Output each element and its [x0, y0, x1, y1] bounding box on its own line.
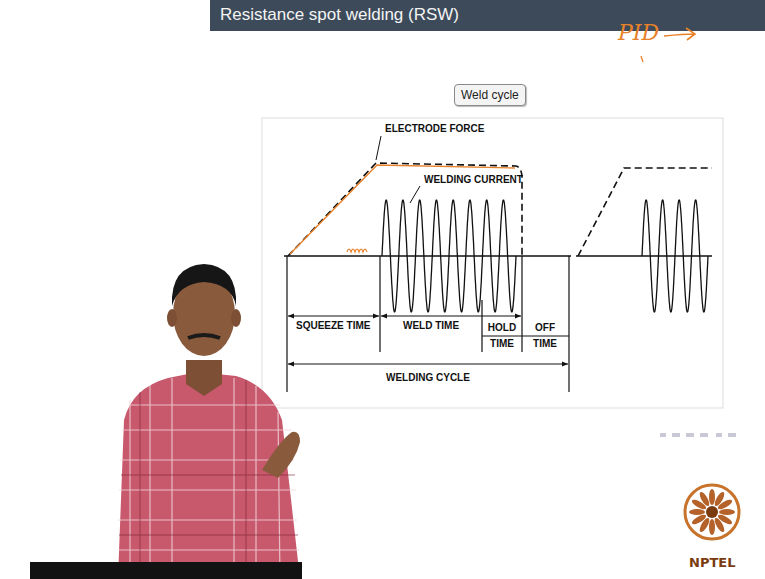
time-label: WELD TIME [403, 320, 459, 331]
caption-box: Weld cycle [454, 84, 526, 106]
dimension-arrow [288, 316, 379, 317]
handwritten-note: PID [618, 20, 659, 45]
time-divider [379, 256, 380, 352]
time-axis [284, 255, 571, 256]
curve-label: ELECTRODE FORCE [385, 123, 484, 134]
pen-squiggle [347, 249, 367, 252]
welding-current-wave [382, 200, 516, 312]
welding-current-wave [642, 200, 708, 312]
logo-petal [689, 509, 705, 515]
time-label: OFF TIME [525, 320, 565, 352]
logo-petal [719, 509, 735, 515]
logo-petal [709, 489, 715, 505]
time-label: WELDING CYCLE [386, 372, 470, 383]
figure-frame [262, 118, 723, 408]
pen-mark [641, 56, 643, 62]
handwritten-arrow [664, 28, 695, 40]
caption-text: Weld cycle [461, 88, 519, 102]
leader-line [410, 186, 420, 203]
table-rule [482, 336, 569, 337]
logo-text: NPTEL [689, 555, 735, 570]
time-divider [286, 256, 287, 392]
time-divider [568, 256, 569, 392]
time-label: HOLD TIME [484, 320, 520, 352]
time-divider [481, 300, 482, 352]
slide-title: Resistance spot welding (RSW) [220, 5, 459, 25]
dimension-arrow [288, 364, 568, 365]
nav-symbols [660, 433, 736, 437]
logo-petal [698, 491, 711, 508]
leader-line [376, 136, 381, 160]
title-bar [210, 0, 765, 31]
time-label: SQUEEZE TIME [296, 320, 370, 331]
nptel-logo [685, 485, 739, 539]
dimension-arrow [381, 316, 521, 317]
time-divider [521, 256, 522, 352]
curve-label: WELDING CURRENT [424, 174, 523, 185]
logo-petal [709, 519, 715, 535]
presenter [30, 264, 302, 579]
